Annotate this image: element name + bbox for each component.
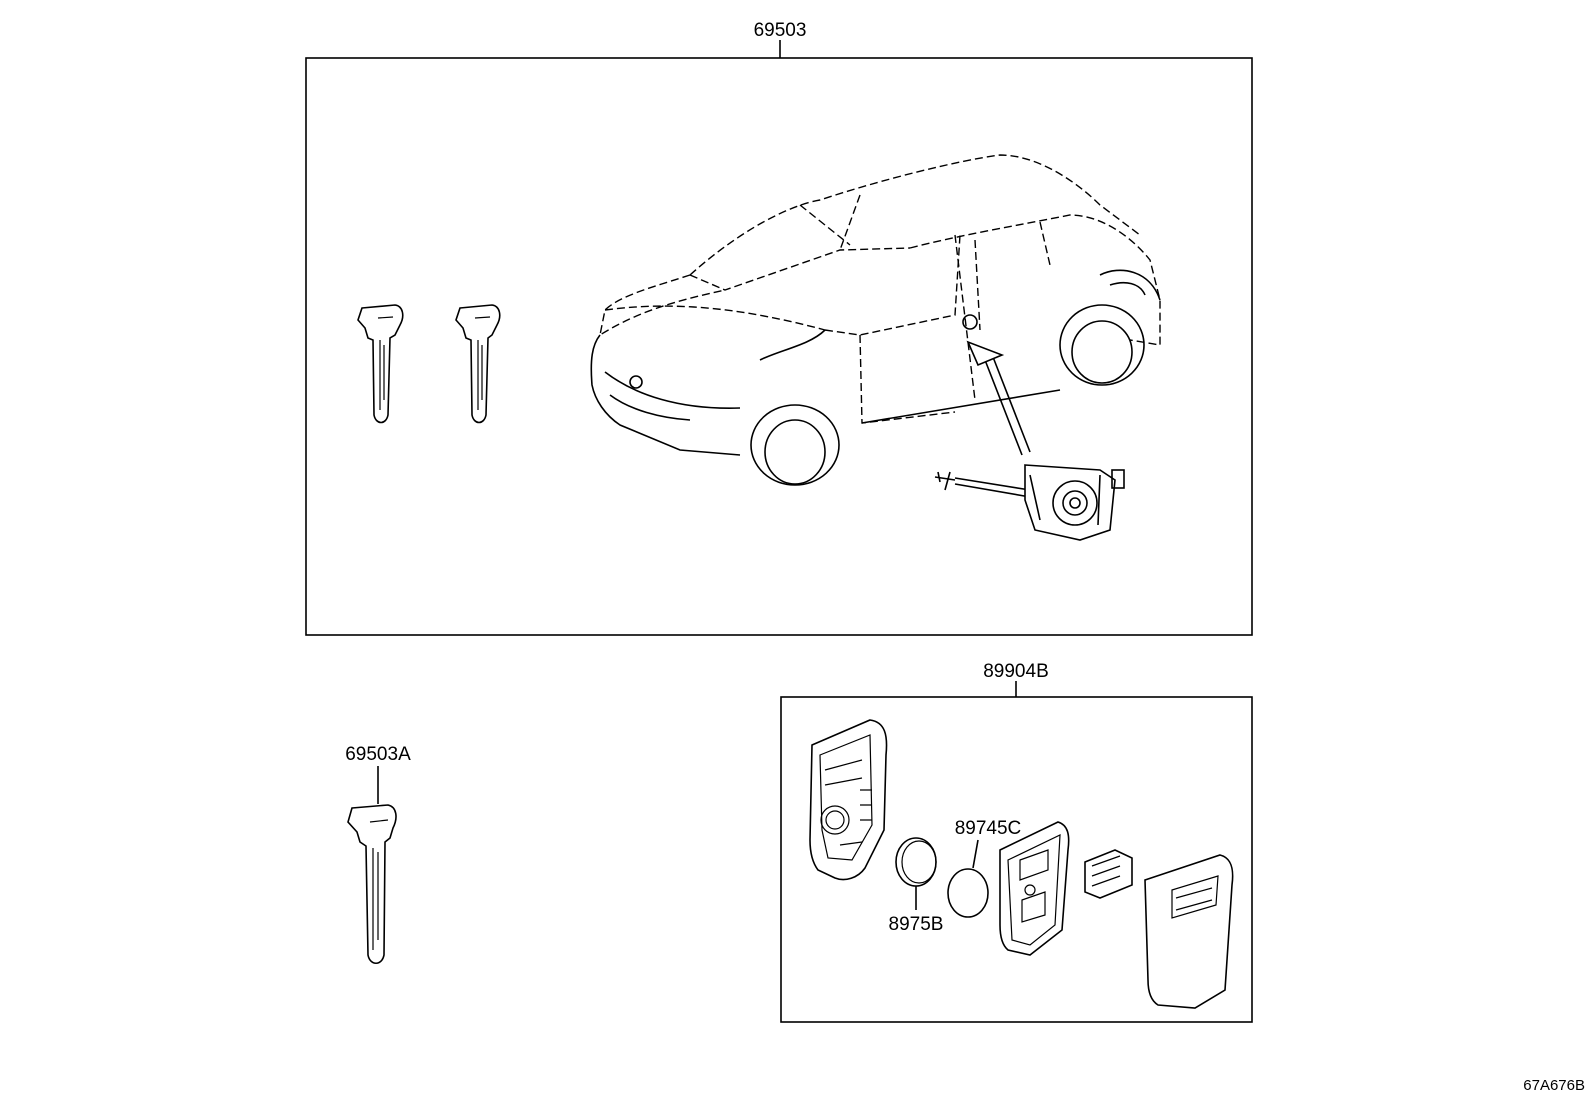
transmitter-case-front-icon xyxy=(1144,854,1234,1009)
cover-disc-icon xyxy=(947,868,989,918)
cover-leader xyxy=(972,839,979,869)
key-plate-69503A-group: 69503A xyxy=(345,744,411,965)
key-icon xyxy=(455,304,501,424)
car-headlight xyxy=(629,375,643,389)
door-lock-location-icon xyxy=(962,314,978,330)
label-89745C[interactable]: 89745C xyxy=(955,818,1022,839)
car-rear-light xyxy=(1099,269,1161,301)
car-roof xyxy=(689,154,1141,276)
illustration-code: 67A676B xyxy=(1523,1077,1585,1094)
door-lock-cylinder-icon xyxy=(934,464,1125,541)
car-lower-body xyxy=(759,329,1061,424)
car-rear-wheel xyxy=(1071,320,1133,384)
car-front-bumper xyxy=(590,334,741,456)
label-69503A[interactable]: 69503A xyxy=(345,744,411,765)
car-side xyxy=(909,214,1161,346)
transmitter-case-back-icon xyxy=(809,719,888,881)
label-89904B[interactable]: 89904B xyxy=(983,661,1049,682)
button-part-icon xyxy=(1084,849,1133,899)
key-icon xyxy=(347,804,397,965)
key-icon xyxy=(357,304,404,424)
label-69503[interactable]: 69503 xyxy=(754,20,807,41)
assembly-69503-group: 69503 xyxy=(305,20,1253,636)
car-illustration xyxy=(590,154,1161,486)
battery-icon xyxy=(895,837,937,887)
transmitter-89904B-group: 89904B 8975B 89745C xyxy=(780,661,1253,1023)
arrow-icon xyxy=(966,340,1031,456)
car-grille xyxy=(604,371,741,421)
assembly-69503-box xyxy=(305,57,1253,636)
car-front-wheel xyxy=(764,419,826,485)
car-windshield xyxy=(689,194,911,291)
car-rear-door xyxy=(954,221,1051,401)
circuit-board-icon xyxy=(999,821,1070,956)
car-hood xyxy=(598,274,826,337)
car-rear-wheel-arch xyxy=(1059,304,1145,386)
car-front-wheel-arch xyxy=(750,404,840,486)
label-8975B[interactable]: 8975B xyxy=(889,914,944,935)
car-front-door xyxy=(824,234,961,424)
